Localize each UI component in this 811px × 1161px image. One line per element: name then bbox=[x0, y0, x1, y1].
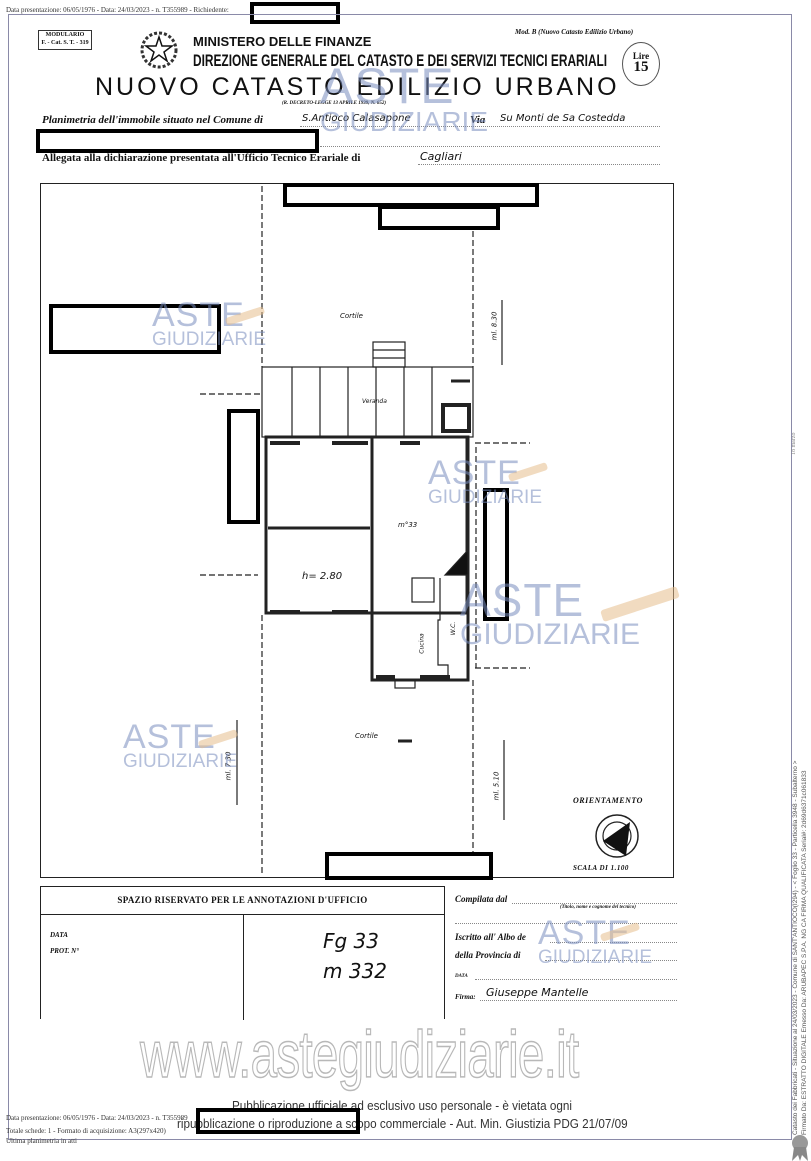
data-label: DATA bbox=[50, 931, 68, 939]
watermark-aste: ASTE bbox=[320, 58, 455, 114]
provincia-label: della Provincia di bbox=[455, 950, 521, 960]
redaction-box bbox=[49, 304, 221, 354]
watermark-giudiziarie: GIUDIZIARIE bbox=[123, 750, 238, 772]
watermark-giudiziarie: GIUDIZIARIE bbox=[460, 618, 641, 652]
scale-label: SCALA DI 1.100 bbox=[573, 864, 629, 872]
watermark-aste: ASTE bbox=[152, 296, 245, 334]
compiler-data-label: DATA bbox=[455, 974, 468, 979]
modulario-box: MODULARIO F. - Cat. S. T. - 319 bbox=[38, 30, 92, 50]
iscritto-label: Iscritto all' Albo de bbox=[455, 932, 526, 942]
dim-top: ml. 8.30 bbox=[490, 311, 499, 341]
redaction-box bbox=[283, 183, 539, 207]
room-number: m°33 bbox=[398, 521, 418, 529]
header-info: Data presentazione: 06/05/1976 - Data: 2… bbox=[6, 6, 229, 14]
foglio-value: Fg 33 bbox=[323, 929, 380, 953]
footer-line-2: Totale schede: 1 - Formato di acquisizio… bbox=[6, 1127, 166, 1135]
planimetria-label: Planimetria dell'immobile situato nel Co… bbox=[42, 114, 263, 126]
watermark-giudiziarie: GIUDIZIARIE bbox=[152, 328, 267, 350]
emblem-icon bbox=[140, 31, 178, 69]
veranda-label: Veranda bbox=[362, 398, 387, 405]
firma-label: Firma: bbox=[455, 993, 476, 1001]
comune-value: S.Antioco Calasapone bbox=[302, 113, 411, 124]
modulario-code: F. - Cat. S. T. - 319 bbox=[41, 40, 89, 46]
footer-line-3: Ultima planimetria in atti bbox=[6, 1137, 77, 1145]
ufficio-value: Cagliari bbox=[420, 150, 462, 163]
page-frame bbox=[8, 14, 792, 1140]
watermark-giudiziarie: GIUDIZIARIE bbox=[428, 486, 543, 508]
footer-line-1: Data presentazione: 06/05/1976 - Data: 2… bbox=[6, 1114, 188, 1122]
via-label: Via bbox=[470, 114, 486, 126]
watermark-aste: ASTE bbox=[428, 454, 521, 492]
seal-icon bbox=[792, 1135, 808, 1161]
revenue-stamp: Lire 15 bbox=[622, 42, 660, 86]
via-value: Su Monti de Sa Costedda bbox=[500, 113, 626, 124]
annotations-header: SPAZIO RISERVATO PER LE ANNOTAZIONI D'UF… bbox=[41, 887, 444, 915]
titolo-hint: (Titolo, nome e cognome del tecnico) bbox=[560, 905, 636, 910]
signature: Giuseppe Mantelle bbox=[486, 986, 589, 999]
form-title: NUOVO CATASTO EDILIZIO URBANO bbox=[95, 73, 620, 101]
watermark-site: www.astegiudiziarie.it bbox=[139, 1016, 579, 1092]
modulario-label: MODULARIO bbox=[45, 32, 85, 38]
redaction-box bbox=[250, 2, 340, 24]
direction-name: DIREZIONE GENERALE DEL CATASTO E DEI SER… bbox=[193, 51, 608, 70]
redaction-box bbox=[36, 129, 319, 153]
watermark-aste: ASTE bbox=[460, 574, 585, 626]
notice-line-2: ripubblicazione o riproduzione a scopo c… bbox=[177, 1116, 628, 1131]
dim-right: ml. 5.10 bbox=[492, 771, 501, 801]
ministry-name: MINISTERO DELLE FINANZE bbox=[193, 34, 372, 49]
watermark-giudiziarie: GIUDIZIARIE bbox=[320, 106, 489, 137]
redaction-box bbox=[325, 852, 493, 880]
cortile-bottom-label: Cortile bbox=[355, 732, 378, 740]
annotations-box: SPAZIO RISERVATO PER LE ANNOTAZIONI D'UF… bbox=[40, 886, 445, 1020]
decree-ref: (R. DECRETO-LEGGE 13 APRILE 1939, N. 652… bbox=[282, 101, 387, 106]
orientamento-label: ORIENTAMENTO bbox=[573, 796, 643, 805]
prot-label: PROT. N° bbox=[50, 947, 79, 955]
side-signature-info: Firmato Da: ESTRATTO DIGITALE Emesso Da:… bbox=[801, 770, 808, 1136]
redaction-box bbox=[378, 205, 500, 230]
allegata-label: Allegata alla dichiarazione presentata a… bbox=[42, 152, 361, 164]
redaction-box bbox=[483, 488, 509, 621]
compass-icon bbox=[595, 814, 639, 858]
side-cadastral-info: Catasto dei Fabbricati - Situazione al 2… bbox=[792, 760, 799, 1135]
height-label: h= 2.80 bbox=[302, 571, 343, 582]
cortile-top-label: Cortile bbox=[340, 312, 363, 320]
mappale-value: m 332 bbox=[323, 959, 388, 983]
side-mark: 18 marzo bbox=[791, 432, 797, 456]
cucina-label: Cucina bbox=[418, 633, 426, 654]
redaction-box bbox=[196, 1108, 360, 1134]
watermark-giudiziarie: GIUDIZIARIE bbox=[538, 946, 653, 968]
stamp-lire: Lire bbox=[632, 51, 650, 61]
mod-b-label: Mod. B (Nuovo Catasto Edilizio Urbano) bbox=[515, 28, 634, 36]
compilata-label: Compilata dal bbox=[455, 894, 508, 904]
stamp-value: 15 bbox=[633, 59, 649, 75]
redaction-box bbox=[227, 409, 260, 524]
wc-label: W.C. bbox=[450, 621, 458, 636]
watermark-aste: ASTE bbox=[123, 718, 216, 756]
